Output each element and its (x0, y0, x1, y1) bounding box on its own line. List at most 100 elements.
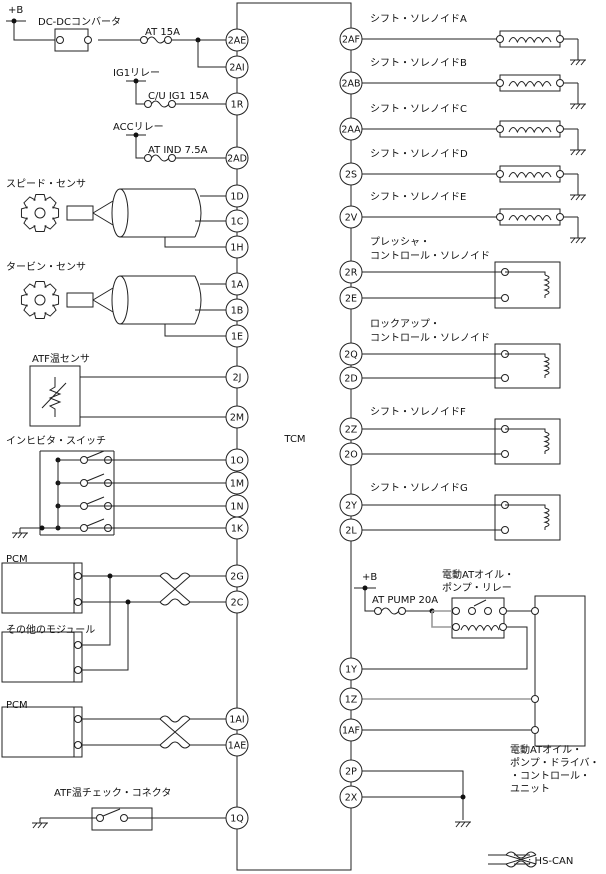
pin-circle (225, 733, 249, 757)
driver-label-1: 電動ATオイル・ (510, 743, 582, 756)
terminal (80, 456, 88, 464)
pump-driver-unit (534, 595, 586, 747)
terminal (556, 213, 564, 221)
pin-circle (225, 324, 249, 348)
pin-label: 2Q (344, 350, 358, 361)
wire (82, 575, 237, 671)
pin-circle (339, 205, 363, 229)
pin-2z: 2Z (339, 417, 363, 441)
terminal (531, 607, 539, 615)
pressure-solenoid-label-1: プレッシャ・ (370, 236, 430, 248)
terminal (531, 726, 539, 734)
pin-label: 2S (345, 170, 357, 181)
terminal (501, 526, 509, 534)
check-connector (91, 807, 153, 831)
terminal (556, 125, 564, 133)
pin-circle (225, 28, 249, 52)
pin-1af: 1AF (339, 718, 363, 742)
pin-circle (339, 117, 363, 141)
terminal (398, 607, 406, 615)
pin-circle (339, 71, 363, 95)
other-modules-label: その他のモジュール (6, 623, 95, 636)
pin-label: 2AI (229, 63, 244, 74)
pin-circle (225, 235, 249, 259)
junction-dot (11, 18, 17, 24)
pin-label: 2V (345, 213, 358, 224)
pin-label: 1Q (230, 814, 244, 825)
pump-relay (451, 597, 505, 639)
coil-icon (508, 81, 552, 88)
pin-label: 1E (231, 332, 243, 343)
terminal (496, 79, 504, 87)
driver-label-3: ・コントロール・ (510, 771, 590, 782)
terminal (452, 623, 460, 631)
pin-circle (225, 516, 249, 540)
pin-circle (339, 785, 363, 809)
terminal (501, 294, 509, 302)
twisted-pair-icon (159, 572, 191, 606)
pin-label: 1R (231, 100, 244, 111)
pin-2p: 2P (339, 759, 363, 783)
ig1-relay-label: IG1リレー (113, 68, 160, 79)
wire (351, 770, 464, 820)
driver-label-4: ユニット (510, 784, 550, 795)
junction-dot (133, 132, 139, 138)
solenoid-box (494, 418, 561, 465)
pin-circle (225, 806, 249, 830)
ground-icon (570, 149, 586, 156)
pin-label: 2AA (341, 125, 361, 136)
pin-1o: 1O (225, 448, 249, 472)
fuse-pump-label: AT PUMP 20A (372, 595, 438, 606)
junction-dot (362, 585, 368, 591)
pin-circle (225, 707, 249, 731)
pcm-label-2: PCM (6, 700, 28, 711)
gear-icon (20, 280, 60, 320)
shield-icon (111, 275, 129, 325)
shield-icon (120, 275, 202, 325)
wire (362, 610, 535, 670)
terminal (120, 814, 128, 822)
tcm-label: TCM (283, 434, 305, 445)
dcdc-converter-label: DC-DCコンバータ (38, 16, 121, 28)
pin-2l: 2L (339, 518, 363, 542)
terminal (496, 170, 504, 178)
terminal (556, 35, 564, 43)
solenoid-box (494, 494, 561, 541)
pin-label: 2R (345, 268, 358, 279)
shield-icon (120, 188, 202, 238)
pin-2ae: 2AE (225, 28, 249, 52)
pin-label: 2O (344, 450, 358, 461)
pin-label: 1H (230, 243, 243, 254)
pin-label: 1M (230, 479, 244, 490)
ground-icon (570, 237, 586, 244)
terminal (501, 450, 509, 458)
solenoid (499, 120, 561, 138)
pin-2e: 2E (339, 286, 363, 310)
solenoid-box (494, 261, 561, 309)
solenoid (499, 165, 561, 183)
coil-icon (543, 356, 550, 376)
coil-icon (543, 431, 550, 452)
pin-circle (339, 718, 363, 742)
pin-label: 2AE (228, 36, 247, 47)
ground-icon (570, 103, 586, 110)
pin-1q: 1Q (225, 806, 249, 830)
pin-2aa: 2AA (339, 117, 363, 141)
pin-2ab: 2AB (339, 71, 363, 95)
coil-icon (508, 215, 552, 222)
terminal (468, 607, 476, 615)
terminal (74, 641, 82, 649)
turbine-sensor-label: タービン・センサ (6, 261, 86, 273)
wire (82, 718, 237, 746)
pin-circle (339, 286, 363, 310)
pin-circle (225, 448, 249, 472)
coil-icon (543, 507, 550, 528)
wire (473, 599, 487, 607)
shift-solenoid-e-label: シフト・ソレノイドE (370, 192, 466, 203)
terminal (496, 213, 504, 221)
wire (92, 287, 114, 313)
junction-dot (460, 794, 466, 800)
pin-circle (339, 759, 363, 783)
terminal (84, 36, 92, 44)
terminal (556, 170, 564, 178)
